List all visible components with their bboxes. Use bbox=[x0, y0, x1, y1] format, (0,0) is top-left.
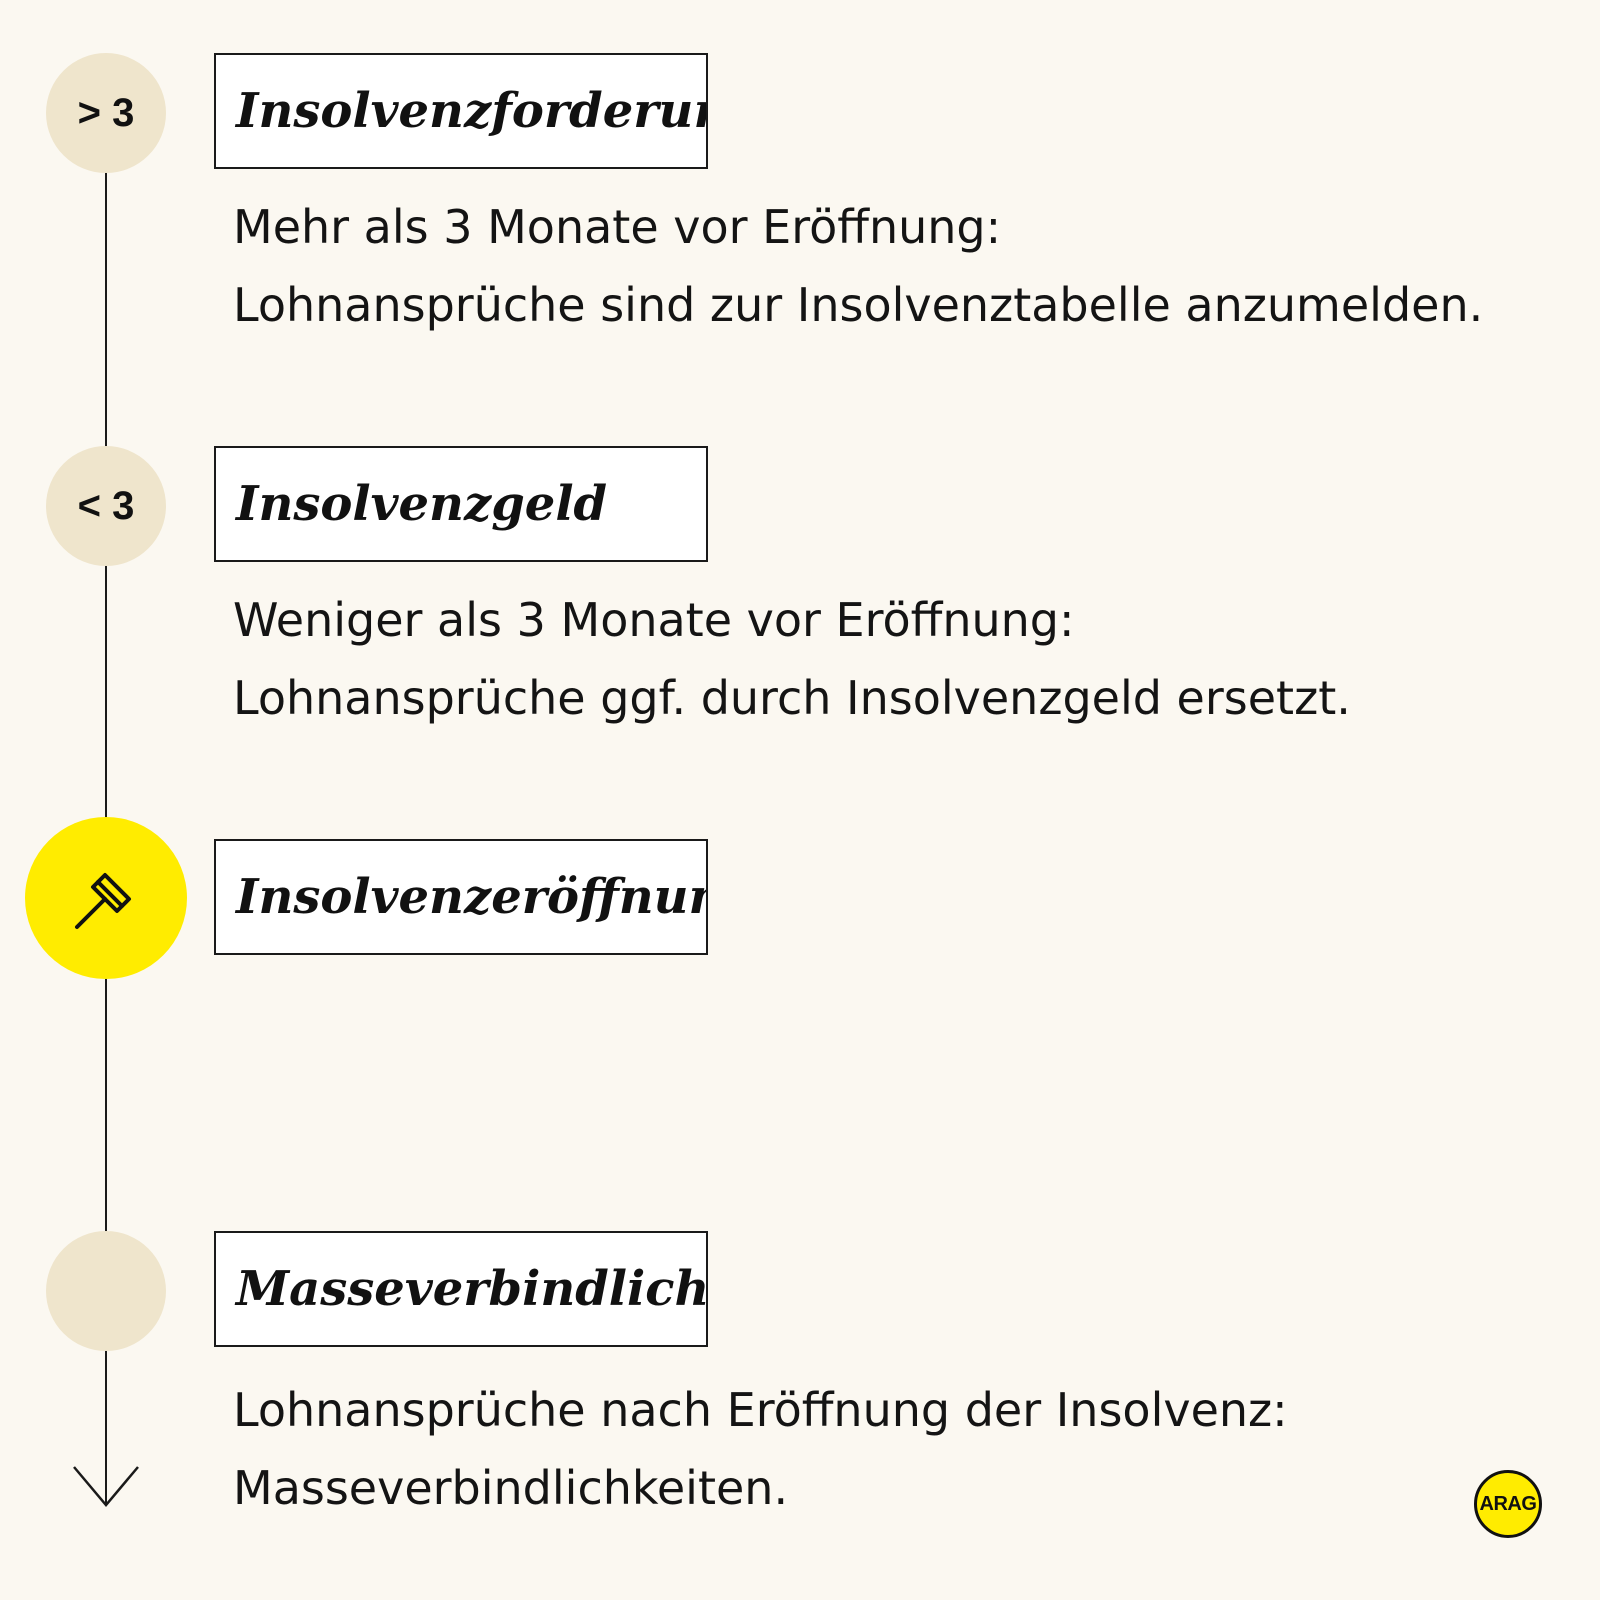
gavel-icon bbox=[75, 873, 131, 929]
step-marker-after-opening bbox=[46, 1231, 166, 1351]
step-marker-more-than-3: > 3 bbox=[46, 53, 166, 173]
logo-text: ARAG bbox=[1479, 1492, 1537, 1515]
step-marker-label: > 3 bbox=[77, 90, 135, 135]
description-line: Lohnansprüche sind zur Insolvenztabelle … bbox=[233, 278, 1484, 332]
step-description: Lohnansprüche nach Eröffnung der Insolve… bbox=[233, 1371, 1288, 1527]
description-line: Lohnansprüche nach Eröffnung der Insolve… bbox=[233, 1383, 1288, 1437]
step-description: Weniger als 3 Monate vor Eröffnung: Lohn… bbox=[233, 581, 1351, 737]
step-title-box: Insolvenzforderung bbox=[214, 53, 708, 169]
description-line: Mehr als 3 Monate vor Eröffnung: bbox=[233, 200, 1002, 254]
step-title: Insolvenzgeld bbox=[236, 476, 608, 532]
timeline-arrow-down-icon bbox=[73, 1466, 139, 1507]
step-marker-label: < 3 bbox=[77, 483, 135, 528]
step-title-box: Insolvenzeröffnung bbox=[214, 839, 708, 955]
arag-logo: ARAG bbox=[1474, 1470, 1542, 1538]
description-line: Masseverbindlichkeiten. bbox=[233, 1461, 789, 1515]
description-line: Lohnansprüche ggf. durch Insolvenzgeld e… bbox=[233, 671, 1351, 725]
step-marker-opening bbox=[25, 817, 187, 979]
step-title-box: Masseverbindlichkeit bbox=[214, 1231, 708, 1347]
step-description: Mehr als 3 Monate vor Eröffnung: Lohnans… bbox=[233, 188, 1483, 344]
step-title: Insolvenzeröffnung bbox=[236, 869, 708, 925]
step-title: Masseverbindlichkeit bbox=[236, 1261, 708, 1317]
description-line: Weniger als 3 Monate vor Eröffnung: bbox=[233, 593, 1075, 647]
step-marker-less-than-3: < 3 bbox=[46, 446, 166, 566]
step-title: Insolvenzforderung bbox=[236, 83, 706, 139]
step-title-box: Insolvenzgeld bbox=[214, 446, 708, 562]
